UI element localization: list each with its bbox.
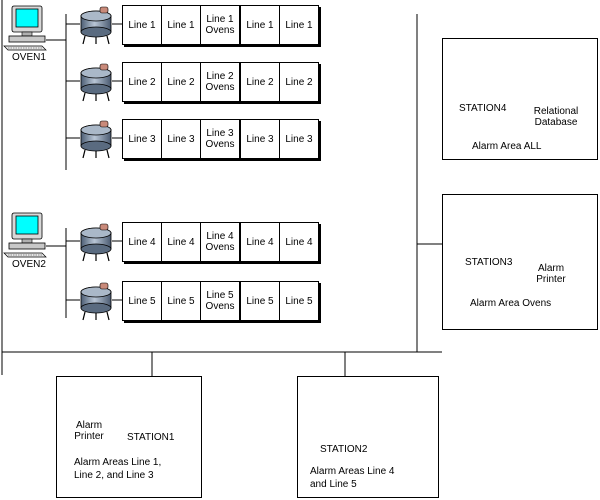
line-cell-label: Line 4 Ovens: [205, 231, 235, 253]
printer-label-station3: Alarm Printer: [526, 263, 576, 285]
line-cell: Line 3: [279, 119, 319, 159]
line-cell: Line 2: [161, 62, 201, 102]
line-cell-label: Line 2: [128, 76, 156, 88]
station3-label: STATION3: [465, 257, 513, 268]
line-cell-label: Line 1: [246, 19, 274, 31]
line-cell: Line 1: [161, 5, 201, 45]
printer-label-line2: Printer: [536, 274, 566, 285]
line-cell: Line 3 Ovens: [200, 119, 240, 159]
line-cell-label: Line 1: [128, 19, 156, 31]
line-cell-label: Line 1 Ovens: [205, 14, 235, 36]
line-cell: Line 1: [279, 5, 319, 45]
line-cell: Line 5: [161, 281, 201, 321]
printer-label-line1: Alarm: [537, 263, 565, 274]
line-cell-label: Line 2 Ovens: [205, 71, 235, 93]
tank-icon-line5: [80, 282, 112, 321]
alarm-areas-lines123-line1: Alarm Areas Line 1,: [74, 457, 162, 468]
line-cell: Line 1: [122, 5, 162, 45]
station1-label: STATION1: [127, 432, 175, 443]
line-cell: Line 2: [122, 62, 162, 102]
line-cell-label: Line 5: [285, 295, 313, 307]
station2-label: STATION2: [320, 444, 368, 455]
network-lines: [1, 0, 442, 376]
line-cell: Line 3: [240, 119, 280, 159]
line-cell: Line 4: [240, 222, 280, 262]
alarm-areas-lines123-label: Alarm Areas Line 1, Line 2, and Line 3: [74, 456, 161, 482]
line-cell-label: Line 3: [285, 133, 313, 145]
alarm-area-ovens-label: Alarm Area Ovens: [470, 298, 552, 309]
line-cell-label: Line 1: [285, 19, 313, 31]
oven2-computer-icon: [3, 212, 47, 258]
printer-label-line1: Alarm: [75, 420, 103, 431]
alarm-areas-lines45-line2: and Line 5: [310, 479, 357, 490]
line-cell: Line 3: [122, 119, 162, 159]
line-cell-label: Line 4: [285, 236, 313, 248]
line-cell-label: Line 3: [167, 133, 195, 145]
tank-icon-line3: [80, 120, 112, 159]
line-cell: Line 5: [240, 281, 280, 321]
tank-icon-line1: [80, 6, 112, 45]
line-cell: Line 1: [240, 5, 280, 45]
line-cell: Line 1 Ovens: [200, 5, 240, 45]
line-cell: Line 4 Ovens: [200, 222, 240, 262]
database-label-line1: Relational: [533, 106, 579, 117]
printer-label-station1: Alarm Printer: [64, 420, 114, 442]
alarm-area-ovens-box: [442, 194, 598, 330]
alarm-area-lines45-box: [297, 376, 439, 498]
alarm-areas-lines45-label: Alarm Areas Line 4 and Line 5: [310, 465, 395, 491]
line-cell-label: Line 5: [128, 295, 156, 307]
line-cell: Line 2: [240, 62, 280, 102]
alarm-area-all-label: Alarm Area ALL: [472, 141, 542, 152]
alarm-area-all-box: [442, 38, 598, 160]
line-cell: Line 5 Ovens: [200, 281, 240, 321]
printer-label-line2: Printer: [74, 431, 104, 442]
line-cell-label: Line 2: [246, 76, 274, 88]
line-cell: Line 3: [161, 119, 201, 159]
alarm-area-lines123-box: [56, 376, 202, 498]
line-cell-label: Line 2: [167, 76, 195, 88]
line-cell-label: Line 5 Ovens: [205, 290, 235, 312]
tank-icon-line4: [80, 223, 112, 262]
line-cell: Line 5: [122, 281, 162, 321]
line-cell-label: Line 3 Ovens: [205, 128, 235, 150]
oven1-label: OVEN1: [12, 52, 46, 63]
line-cell-label: Line 5: [246, 295, 274, 307]
line-cell-label: Line 5: [167, 295, 195, 307]
line-cell-label: Line 2: [285, 76, 313, 88]
alarm-areas-lines45-line1: Alarm Areas Line 4: [310, 466, 395, 477]
line-cell: Line 2 Ovens: [200, 62, 240, 102]
line-cell-label: Line 4: [167, 236, 195, 248]
line-cell: Line 4: [122, 222, 162, 262]
line-cell: Line 4: [161, 222, 201, 262]
line-cell: Line 2: [279, 62, 319, 102]
oven1-computer-icon: [3, 5, 47, 51]
line-cell: Line 4: [279, 222, 319, 262]
tank-icon-line2: [80, 63, 112, 102]
oven2-label: OVEN2: [12, 259, 46, 270]
line-cell: Line 5: [279, 281, 319, 321]
database-label: Relational Database: [528, 106, 584, 128]
alarm-areas-lines123-line2: Line 2, and Line 3: [74, 470, 154, 481]
line-cell-label: Line 4: [128, 236, 156, 248]
station4-label: STATION4: [459, 103, 507, 114]
line-cell-label: Line 4: [246, 236, 274, 248]
database-label-line2: Database: [534, 117, 578, 128]
line-cell-label: Line 3: [246, 133, 274, 145]
line-cell-label: Line 1: [167, 19, 195, 31]
line-cell-label: Line 3: [128, 133, 156, 145]
